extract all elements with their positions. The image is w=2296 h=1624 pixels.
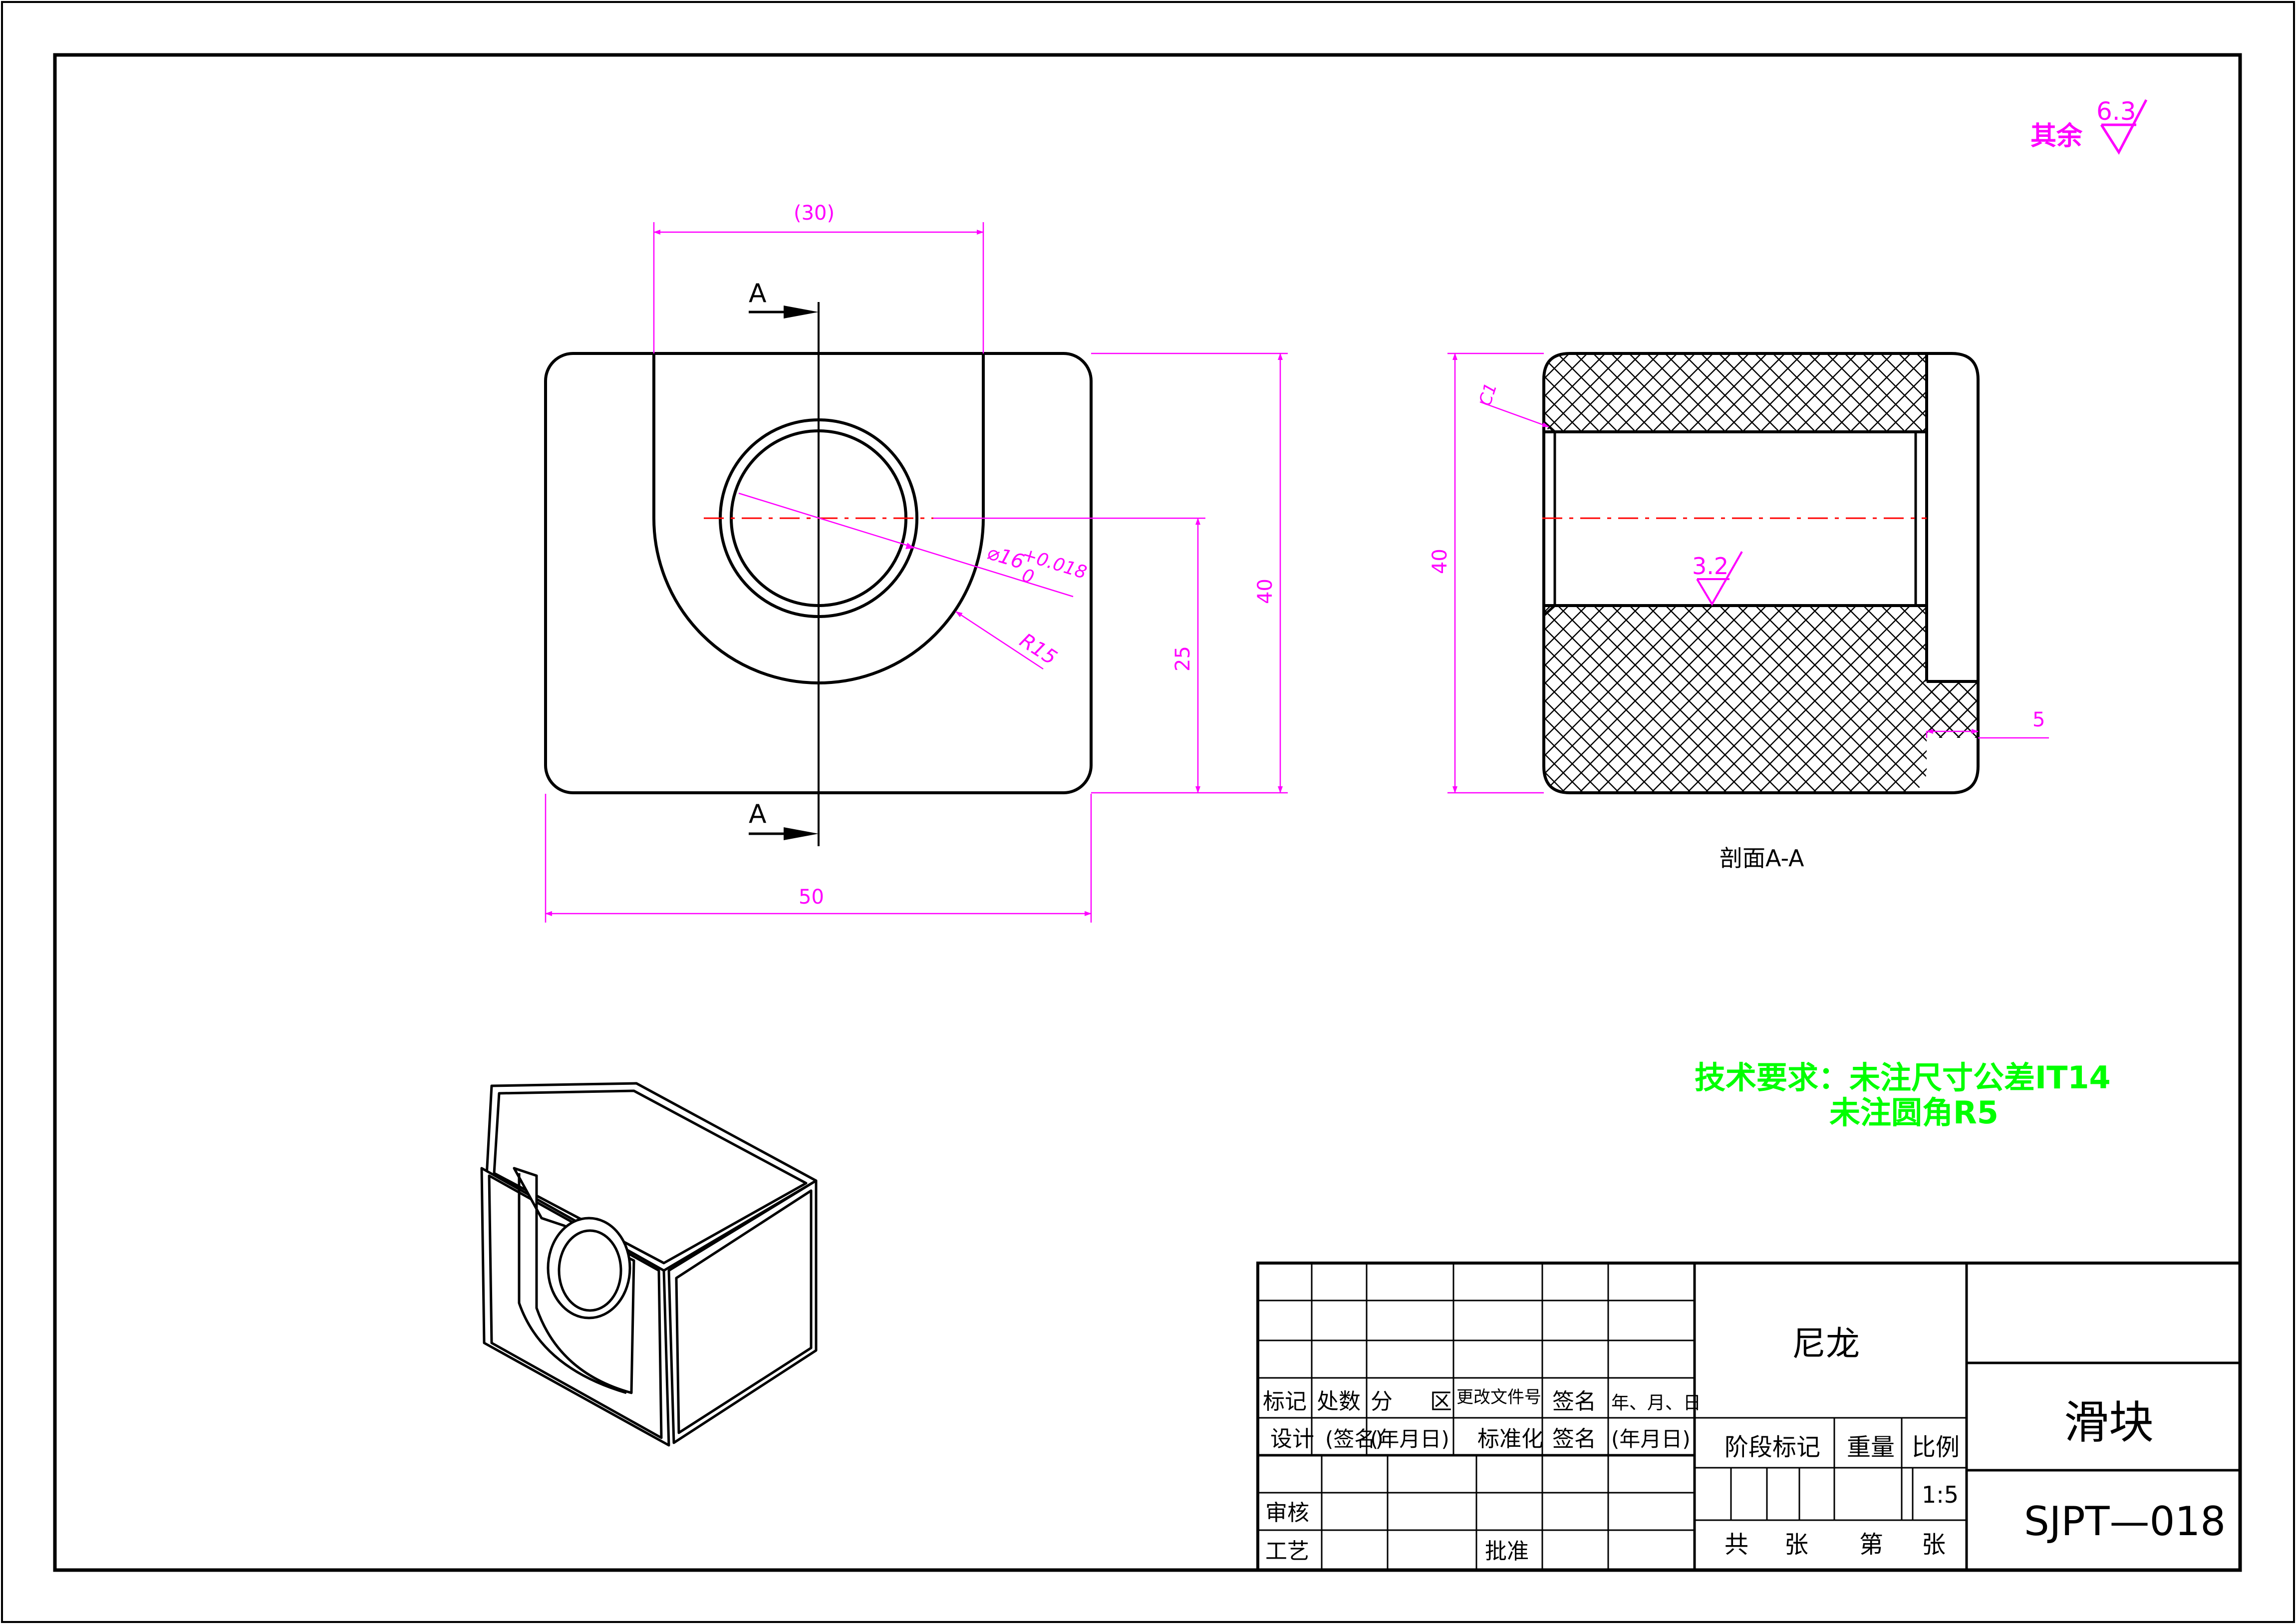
tb-zone-a: 分 [1371,1389,1393,1414]
dim-step: 5 [2032,708,2045,731]
tech-req-line1: 技术要求：未注尺寸公差IT14 [1695,1059,2111,1096]
tb-design-signature: 签名 [1552,1426,1596,1452]
section-outline [1542,352,1980,794]
tb-design-date: (年月日) [1370,1427,1449,1451]
tech-requirements: 技术要求：未注尺寸公差IT14 未注圆角R5 [1695,1059,2111,1131]
tb-drawing-number: SJPT—018 [2024,1498,2226,1545]
drawing-frame [53,53,2242,1572]
tb-scale: 1:5 [1922,1481,1959,1508]
section-mark-top: A [749,279,767,309]
roughness-other-label: 其余 [2030,121,2083,151]
dim-center-height: 25 [1171,646,1194,671]
tb-process: 工艺 [1265,1539,1309,1564]
dim-width-ref: (30) [794,202,835,225]
tb-signature: 签名 [1552,1389,1596,1414]
tb-ratio: 比例 [1912,1433,1960,1461]
tb-sheets-b: 张 [1922,1531,1946,1559]
section-view: 3.2 40 C1 5 剖面A-A [1429,352,2049,872]
tb-standard: 标准化 [1477,1426,1543,1452]
dim-hole: ⌀16 [984,541,1027,574]
tb-part-name: 滑块 [2064,1396,2154,1449]
tb-approve: 批准 [1485,1539,1529,1564]
tb-design: 设计 [1270,1426,1314,1452]
dim-chamfer: C1 [1475,380,1501,408]
tb-date: 年、月、日 [1611,1393,1701,1413]
tech-req-line2: 未注圆角R5 [1829,1094,1999,1131]
tb-sheet-no: 第 [1859,1531,1883,1559]
tb-stage-mark: 阶段标记 [1724,1433,1820,1461]
roughness-other-value: 6.3 [2096,97,2136,126]
tb-design-sign: (签名) [1325,1427,1384,1451]
tb-design-date2: (年月日) [1611,1427,1691,1451]
roughness-other-symbol: 其余 6.3 [2030,97,2148,155]
dim-height: 40 [1254,579,1277,604]
section-dim-height: 40 [1429,549,1451,574]
tb-weight: 重量 [1847,1433,1895,1461]
title-block: 标记 处数 分 区 更改文件号 签名 年、月、日 设计 (签名) (年月日) 标… [1256,1262,2242,1572]
dim-radius: R15 [1016,629,1061,669]
dim-hole-label: ⌀16 +0.018 0 [984,541,1089,588]
hatch-top [1544,353,1927,432]
tb-zone-b: 区 [1430,1389,1452,1414]
tb-count: 处数 [1317,1389,1361,1414]
dim-width: 50 [799,886,824,909]
tb-material: 尼龙 [1792,1324,1860,1364]
roughness-bore-value: 3.2 [1692,553,1728,580]
roughness-bore-symbol: 3.2 [1692,551,1743,606]
section-caption: 剖面A-A [1720,845,1804,872]
tb-change-doc: 更改文件号 [1456,1387,1541,1407]
section-mark-bottom: A [749,799,767,829]
tb-mark: 标记 [1263,1389,1307,1414]
hatch-bottom [1544,606,1978,793]
tb-review: 审核 [1265,1500,1309,1526]
front-view: A A (30) 50 40 25 ⌀16 +0.018 0 [544,202,1288,923]
tb-sheets-a: 张 [1784,1531,1808,1559]
tb-total: 共 [1724,1531,1748,1559]
isometric-view [480,1082,818,1447]
